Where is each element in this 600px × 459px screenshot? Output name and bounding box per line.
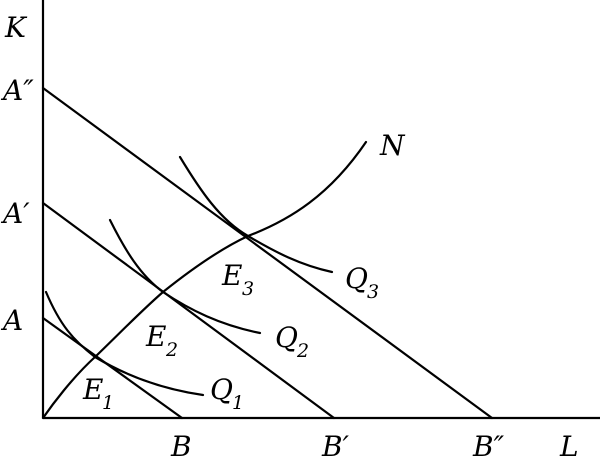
- e1-subscript: 1: [102, 392, 114, 414]
- y-tick-label-a: A: [0, 304, 23, 337]
- y-tick-label-a-prime: A′: [0, 197, 30, 230]
- isocost-lines: [41, 86, 494, 420]
- expansion-path-label: N: [379, 129, 406, 162]
- q2-letter: Q: [275, 321, 298, 354]
- isocost-line-a-double-prime-b-double-prime: [41, 86, 494, 420]
- e2-subscript: 2: [165, 339, 178, 361]
- e2-letter: E: [145, 320, 166, 353]
- isoquants: [44, 155, 334, 397]
- isoquant-curve-q1: [44, 290, 205, 397]
- q2-subscript: 2: [296, 340, 309, 362]
- y-tick-label-a-double-prime: A″: [0, 74, 34, 107]
- isoquant-curve-q3: [178, 155, 334, 274]
- isoquant-label-q1: Q 1: [210, 373, 244, 414]
- isocost-line-ab: [41, 316, 184, 420]
- x-axis-label: L: [559, 430, 579, 459]
- axes: [41, 0, 600, 420]
- x-tick-label-b: B: [170, 430, 192, 459]
- e3-letter: E: [221, 259, 242, 292]
- x-tick-label-b-prime: B′: [321, 430, 350, 459]
- isoquant-curve-q2: [108, 218, 262, 335]
- e1-letter: E: [82, 373, 103, 406]
- q3-letter: Q: [345, 262, 368, 295]
- y-axis-label: K: [4, 11, 28, 44]
- q3-subscript: 3: [367, 281, 379, 303]
- equilibrium-label-e1: E 1: [82, 373, 114, 414]
- e3-subscript: 3: [242, 278, 254, 300]
- expansion-path-curve: [41, 140, 368, 420]
- x-tick-label-b-double-prime: B″: [472, 430, 505, 459]
- equilibrium-label-e2: E 2: [145, 320, 178, 361]
- isocost-line-a-prime-b-prime: [41, 201, 336, 420]
- isoquant-label-q3: Q 3: [345, 262, 379, 303]
- q1-letter: Q: [210, 373, 233, 406]
- q1-subscript: 1: [232, 392, 244, 414]
- equilibrium-label-e3: E 3: [221, 259, 254, 300]
- isoquant-label-q2: Q 2: [275, 321, 309, 362]
